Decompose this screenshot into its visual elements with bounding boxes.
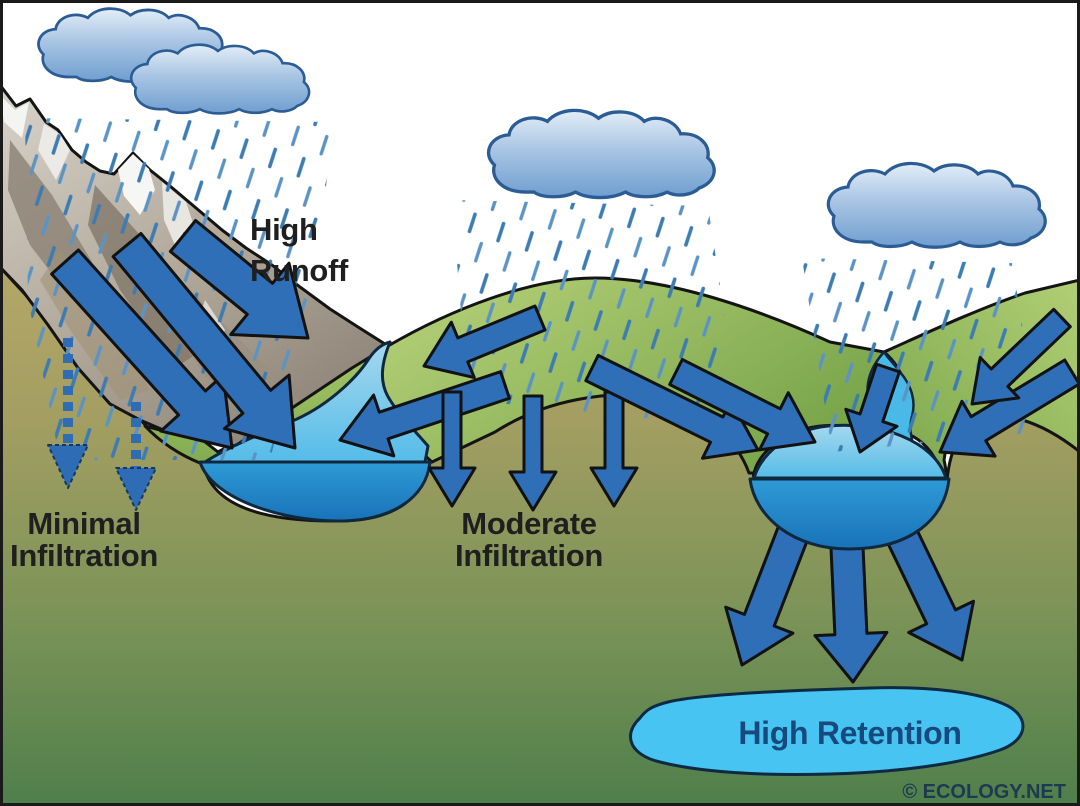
flank-arrow-left-2 [338, 370, 511, 458]
moderate-infiltration-label-line1: Moderate [461, 506, 596, 541]
saddle-arrow [844, 362, 901, 454]
hill-left-flank-arrows [338, 304, 547, 458]
flank-arrow-left-1 [422, 304, 547, 380]
moderate-infiltration-label-line2: Infiltration [455, 538, 603, 573]
high-retention-label: High Retention [738, 715, 961, 751]
high-runoff-label-line1: High [250, 212, 318, 247]
right-hill-arrow-2 [970, 307, 1072, 406]
right-hill-arrow-1 [938, 358, 1080, 458]
minimal-infiltration-label-line1: Minimal [27, 506, 140, 541]
retention-aquifer [629, 686, 1025, 776]
runoff-arrow-3 [168, 219, 310, 340]
pond-converging-arrows [584, 307, 1080, 460]
right-pond-deep [748, 477, 951, 551]
minimal-arrow-1-head [47, 444, 89, 489]
minimal-arrow-2-head [115, 467, 157, 511]
retention-arrows [724, 506, 975, 684]
minimal-infiltration-label-line2: Infiltration [10, 538, 158, 573]
moderate-infiltration-arrows [427, 390, 639, 512]
left-pond-deep [198, 460, 432, 523]
flank-arrow-right-2 [668, 358, 817, 452]
high-runoff-label-line2: Runoff [250, 253, 349, 288]
snow-patch [0, 95, 29, 138]
runoff-arrows [50, 219, 310, 450]
rain-middle [452, 200, 742, 428]
runoff-arrow-2 [111, 232, 297, 450]
minimal-infiltration-arrows [47, 338, 157, 511]
copyright-credit: © ECOLOGY.NET [902, 781, 1066, 803]
flank-arrow-right-1 [584, 353, 760, 460]
runoff-arrow-1 [50, 248, 234, 450]
